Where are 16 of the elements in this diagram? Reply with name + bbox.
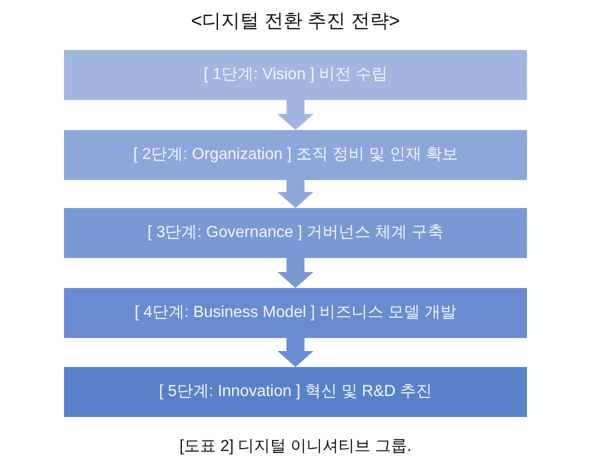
step-box — [64, 208, 527, 258]
step-label: [ 1단계: Vision ] 비전 수립 — [204, 65, 388, 85]
step-box — [64, 367, 527, 417]
step-label: [ 4단계: Business Model ] 비즈니스 모델 개발 — [134, 303, 456, 323]
figure-caption: [도표 2] 디지털 이니셔티브 그룹. — [179, 437, 412, 457]
step-box — [64, 50, 527, 100]
step-label: [ 5단계: Innovation ] 혁신 및 R&D 추진 — [159, 382, 432, 402]
step-box — [64, 130, 527, 180]
block-arrow — [278, 338, 314, 367]
step-label: [ 2단계: Organization ] 조직 정비 및 인재 확보 — [133, 145, 458, 165]
diagram-title: <디지털 전환 추진 전략> — [190, 10, 400, 34]
block-arrow — [278, 100, 314, 130]
step-label: [ 3단계: Governance ] 거버넌스 체계 구축 — [147, 223, 444, 243]
step-box — [64, 288, 527, 338]
block-arrow — [278, 180, 314, 208]
block-arrow — [278, 258, 314, 288]
